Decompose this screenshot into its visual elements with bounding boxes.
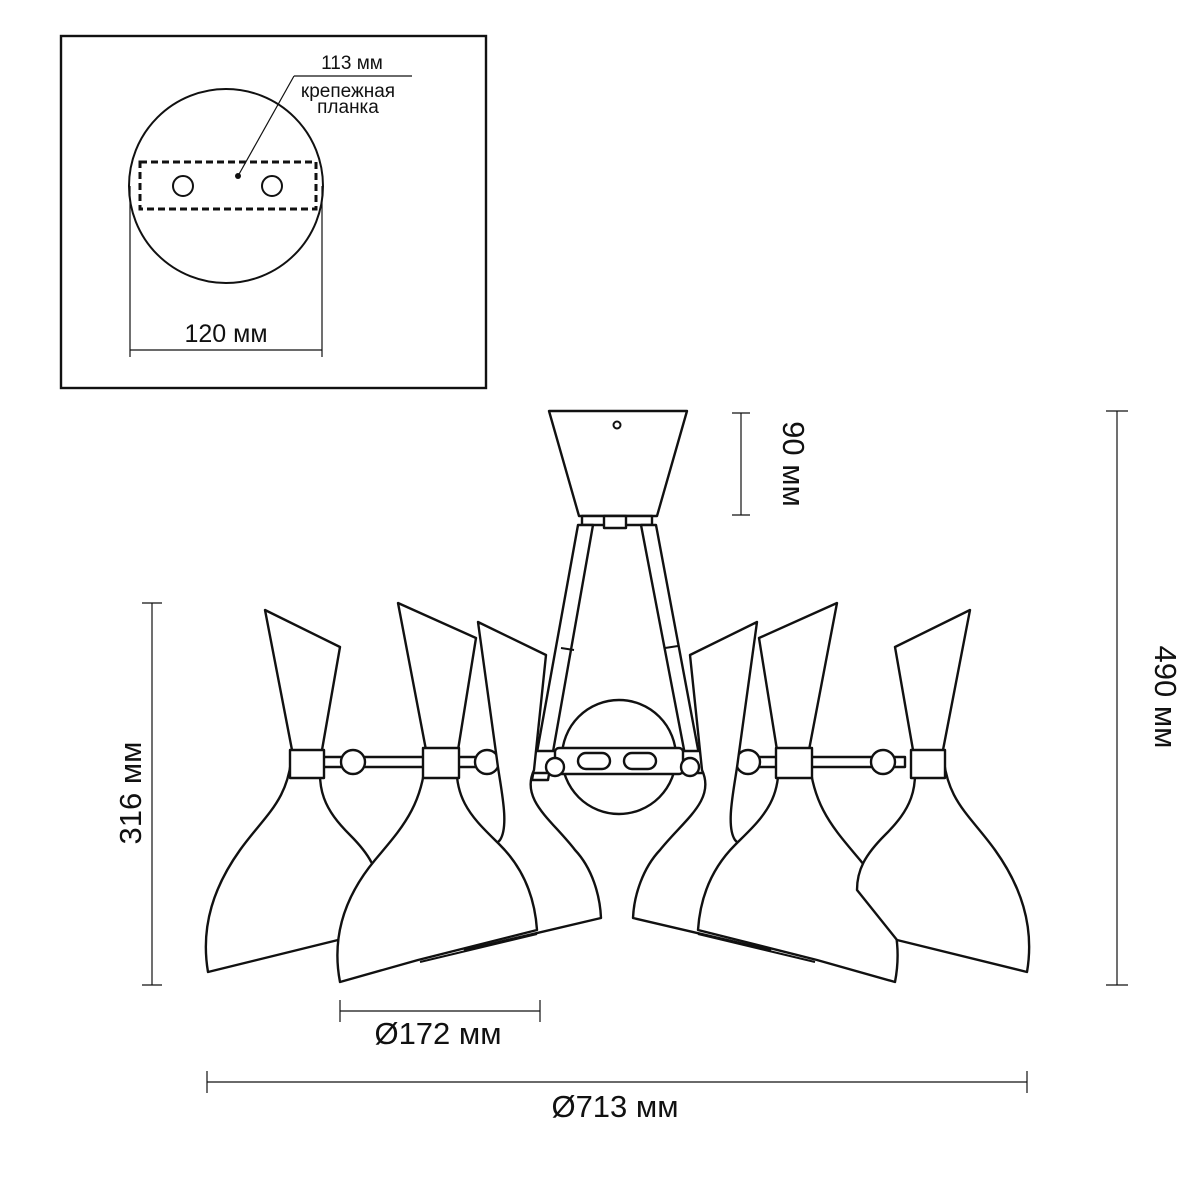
plate-name-label-line2: планка <box>317 97 379 118</box>
canopy-top-view-inset: 113 мм крепежная планка 120 мм <box>59 34 488 390</box>
total-height-label: 490 мм <box>1148 646 1183 749</box>
mounting-hole-right <box>261 175 283 197</box>
shade-outer-left <box>204 608 380 974</box>
canopy-height-label: 90 мм <box>776 421 811 507</box>
plate-leader-line <box>237 75 295 177</box>
canopy-circle <box>128 88 324 284</box>
total-diameter-dimension: Ø713 мм <box>206 1071 1028 1124</box>
center-hub <box>553 698 685 816</box>
shade-outer-right <box>855 608 1031 974</box>
shade-diameter-label: Ø172 мм <box>374 1016 501 1051</box>
shade-inner-left <box>336 601 539 984</box>
canopy-height-dimension: 90 мм <box>732 412 811 516</box>
mounting-plate <box>138 160 318 211</box>
plate-name-label-line1: крепежная <box>301 81 395 102</box>
total-height-dimension: 490 мм <box>1106 410 1183 986</box>
mounting-hole-left <box>172 175 194 197</box>
total-diameter-label: Ø713 мм <box>551 1089 678 1124</box>
shade-inner-right <box>696 601 899 984</box>
inset-frame <box>59 34 488 390</box>
suspension-rods <box>530 523 702 782</box>
shade-diameter-dimension: Ø172 мм <box>339 1000 541 1051</box>
canopy-diameter-label: 120 мм <box>184 320 267 348</box>
ceiling-canopy <box>547 409 689 530</box>
shade-height-dimension: 316 мм <box>113 602 162 986</box>
shade-height-label: 316 мм <box>113 742 148 845</box>
plate-width-label: 113 мм <box>321 53 383 74</box>
chandelier-side-view <box>204 409 1031 984</box>
